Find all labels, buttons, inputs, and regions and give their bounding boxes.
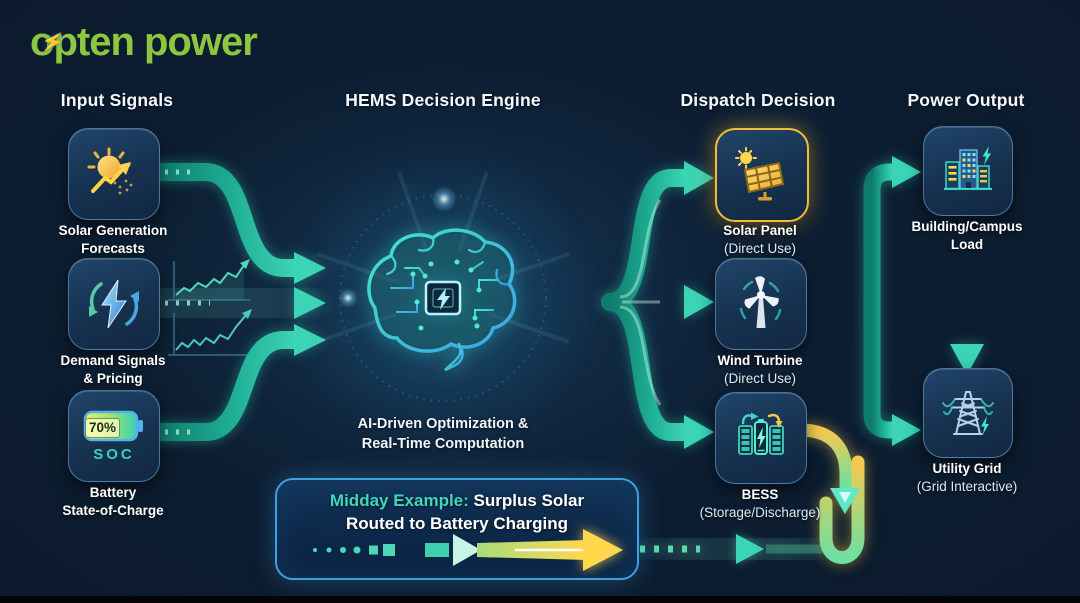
brand-logo: opten power ⚡ <box>30 20 258 64</box>
input-card-demand <box>68 258 160 350</box>
battery-storage-icon <box>738 412 784 455</box>
sparkle-flare <box>431 186 457 212</box>
bolt-cycle-icon <box>89 279 139 329</box>
dispatch-caption-bess: BESS(Storage/Discharge) <box>699 487 821 520</box>
dispatch-caption-wind: Wind Turbine(Direct Use) <box>717 353 803 386</box>
output-caption-grid: Utility Grid(Grid Interactive) <box>916 461 1018 494</box>
sun-trend-icon <box>87 147 133 195</box>
building-icon <box>944 146 992 190</box>
dispatch-card-wind <box>715 258 807 350</box>
banner-line2: Routed to Battery Charging <box>346 514 568 533</box>
banner-flow-arrow <box>313 529 623 571</box>
output-card-building <box>923 126 1013 216</box>
soc-label: SOC <box>93 446 135 463</box>
logo-letter-o: o <box>30 20 54 64</box>
inputs-header: Input Signals <box>60 90 174 110</box>
logo-rest: pten power <box>53 20 257 64</box>
solar-panel-icon <box>735 147 785 201</box>
dispatch-card-bess <box>715 392 807 484</box>
transmission-tower-icon <box>942 391 994 435</box>
input-card-battery: 70% SOC <box>68 390 160 482</box>
midday-example-banner: Midday Example: Surplus Solar Routed to … <box>275 478 639 580</box>
battery-percent: 70% <box>85 418 121 438</box>
wind-turbine-icon <box>739 276 782 328</box>
bottom-bar <box>0 596 1080 603</box>
dispatch-caption-solar: Solar Panel(Direct Use) <box>723 223 797 256</box>
engine-caption: AI-Driven Optimization &Real-Time Comput… <box>357 416 529 452</box>
sparkle-flare <box>338 288 358 308</box>
input-caption-demand: Demand Signals& Pricing <box>60 353 166 386</box>
banner-line1: Midday Example: Surplus Solar <box>329 491 585 510</box>
dispatch-header: Dispatch Decision <box>680 90 836 110</box>
input-card-solar-forecast <box>68 128 160 220</box>
engine-header: HEMS Decision Engine <box>345 90 541 110</box>
lightning-bolt-icon: ⚡ <box>39 29 66 56</box>
output-card-grid <box>923 368 1013 458</box>
dispatch-card-solar-panel <box>715 128 809 222</box>
output-header: Power Output <box>907 90 1025 110</box>
